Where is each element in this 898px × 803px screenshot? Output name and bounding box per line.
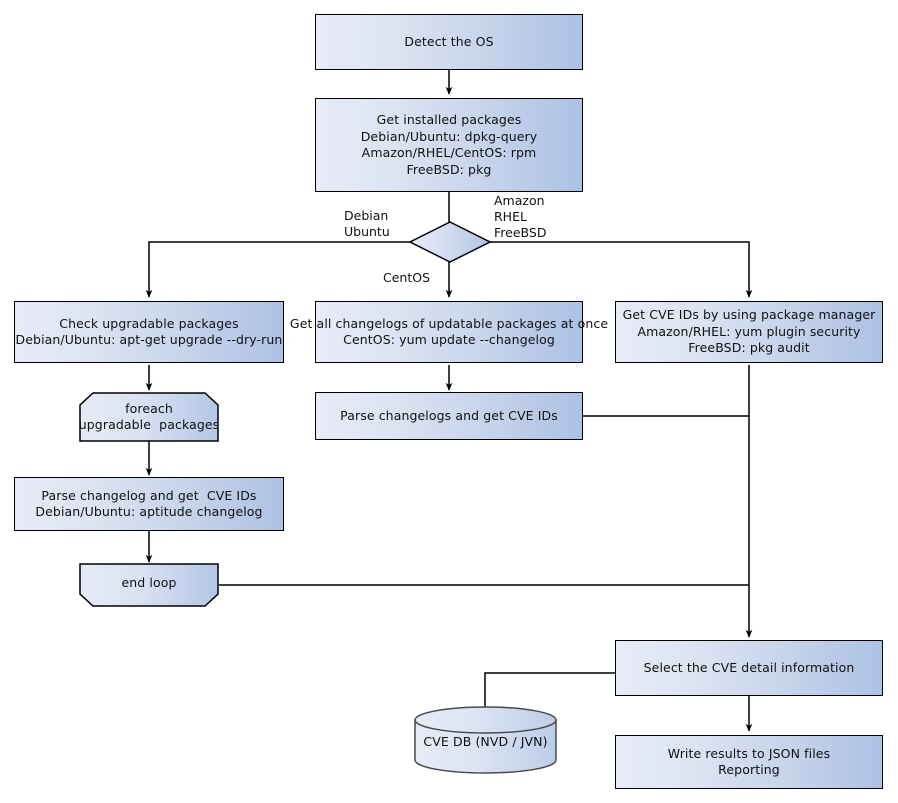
node-end-loop-label-wrap: end loop <box>79 563 219 603</box>
node-check-upgradable-packages[interactable]: Check upgradable packages Debian/Ubuntu:… <box>14 301 284 363</box>
node-end-loop[interactable]: end loop <box>79 563 219 607</box>
node-get-all-changelogs-label: Get all changelogs of updatable packages… <box>289 315 609 348</box>
edge-label-centos: CentOS <box>383 270 431 285</box>
node-parse-changelog-one[interactable]: Parse changelog and get CVE IDs Debian/U… <box>14 477 284 531</box>
node-foreach-loop-start-label-wrap: foreach upgradable packages <box>79 392 219 442</box>
node-get-all-changelogs[interactable]: Get all changelogs of updatable packages… <box>290 301 608 363</box>
edge-decision-left <box>145 241 410 298</box>
edge-label-amazon-rhel-freebsd: Amazon RHEL FreeBSD <box>494 193 547 240</box>
edge-decision-right <box>489 241 753 298</box>
node-check-upgradable-packages-label: Check upgradable packages Debian/Ubuntu:… <box>15 315 283 348</box>
node-detect-os-label: Detect the OS <box>404 33 494 49</box>
loop-start-shape-icon <box>79 392 219 442</box>
node-get-installed-packages-label: Get installed packages Debian/Ubuntu: dp… <box>360 112 538 177</box>
node-get-cve-ids-package-manager[interactable]: Get CVE IDs by using package manager Ama… <box>615 301 883 363</box>
node-get-installed-packages[interactable]: Get installed packages Debian/Ubuntu: dp… <box>315 98 583 192</box>
node-end-loop-label: end loop <box>121 574 177 590</box>
node-cve-db-label: CVE DB (NVD / JVN) <box>423 733 548 749</box>
node-cve-db[interactable]: CVE DB (NVD / JVN) <box>413 706 558 774</box>
node-select-cve-detail-label: Select the CVE detail information <box>643 659 855 675</box>
loop-end-shape-icon <box>79 563 219 607</box>
node-parse-changelogs-many-label: Parse changelogs and get CVE IDs <box>340 407 558 423</box>
node-write-results-label: Write results to JSON files Reporting <box>667 745 831 778</box>
node-select-cve-detail[interactable]: Select the CVE detail information <box>615 640 883 696</box>
node-cve-db-label-wrap: CVE DB (NVD / JVN) <box>413 722 558 762</box>
database-cylinder-icon <box>414 706 557 774</box>
decision-diamond-icon <box>408 221 492 263</box>
node-foreach-loop-start-label: foreach upgradable packages <box>78 400 220 433</box>
node-parse-changelog-one-label: Parse changelog and get CVE IDs Debian/U… <box>35 487 263 520</box>
node-get-cve-ids-package-manager-label: Get CVE IDs by using package manager Ama… <box>622 307 876 356</box>
node-write-results[interactable]: Write results to JSON files Reporting <box>615 735 883 789</box>
node-os-decision[interactable] <box>408 221 492 263</box>
edge-label-debian-ubuntu: Debian Ubuntu <box>344 208 390 239</box>
node-detect-os[interactable]: Detect the OS <box>315 14 583 70</box>
node-foreach-loop-start[interactable]: foreach upgradable packages <box>79 392 219 442</box>
node-parse-changelogs-many[interactable]: Parse changelogs and get CVE IDs <box>315 392 583 440</box>
